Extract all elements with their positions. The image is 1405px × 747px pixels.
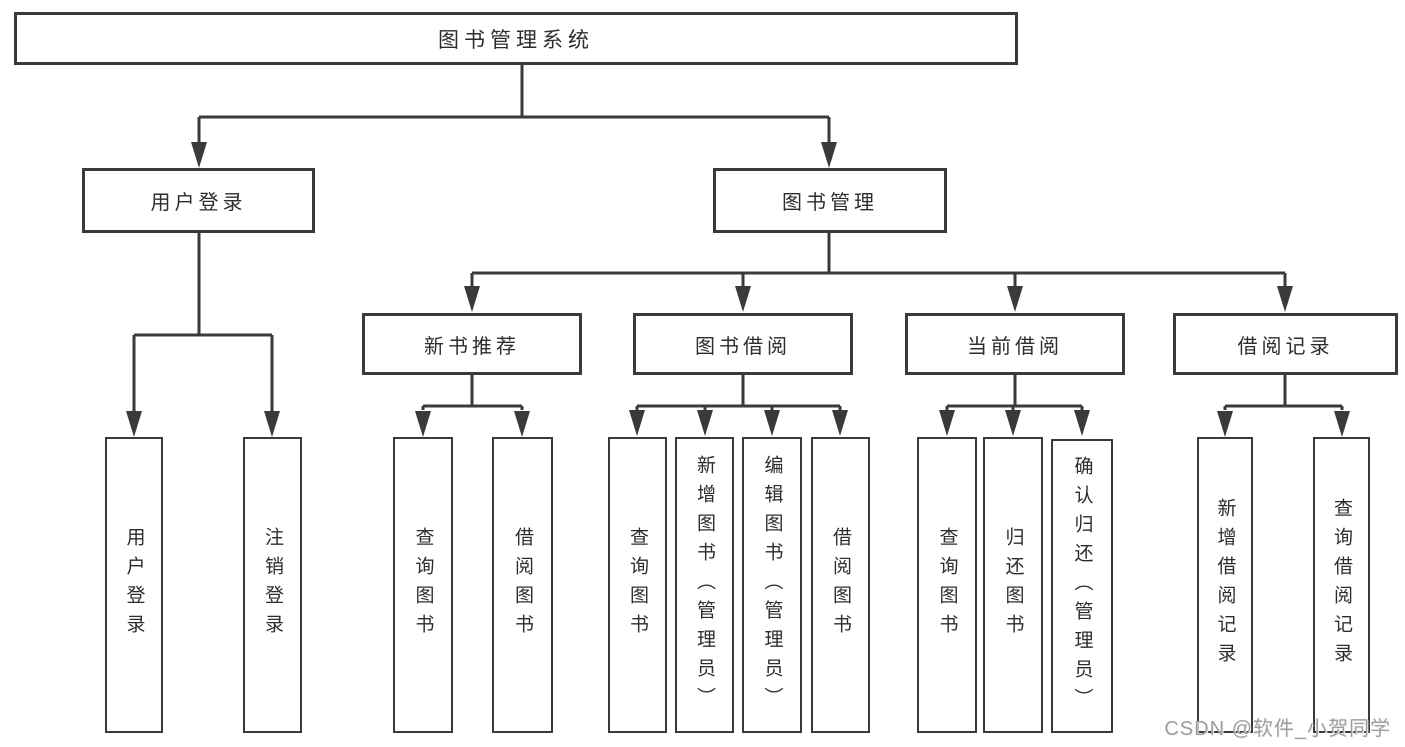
leaf-current-return-books-label: 归还图书 [1002,527,1024,643]
node-current-borrow: 当前借阅 [905,313,1125,375]
leaf-borrow-query-books: 查询图书 [608,437,667,733]
leaf-record-add-borrow-record-label: 新增借阅记录 [1214,498,1236,672]
csdn-watermark: CSDN @软件_小贺同学 [1164,718,1391,740]
leaf-borrow-edit-books-admin: 编辑图书（管理员） [742,437,802,733]
leaf-user-login: 用户登录 [105,437,163,733]
root-node-library-system: 图书管理系统 [14,12,1018,65]
branch-user-login: 用户登录 [82,168,315,233]
branch-book-management: 图书管理 [713,168,947,233]
leaf-current-query-books: 查询图书 [917,437,977,733]
leaf-record-query-borrow-record: 查询借阅记录 [1313,437,1370,733]
leaf-current-confirm-return-admin-label: 确认归还（管理员） [1071,455,1093,717]
leaf-user-login-label: 用户登录 [123,527,145,643]
leaf-current-query-books-label: 查询图书 [936,527,958,643]
leaf-recommend-borrow-books: 借阅图书 [492,437,553,733]
leaf-record-add-borrow-record: 新增借阅记录 [1197,437,1253,733]
leaf-logout-label: 注销登录 [262,527,283,643]
leaf-current-return-books: 归还图书 [983,437,1043,733]
leaf-borrow-borrow-books: 借阅图书 [811,437,870,733]
leaf-borrow-edit-books-admin-label: 编辑图书（管理员） [761,454,783,716]
leaf-logout: 注销登录 [243,437,302,733]
node-book-borrow: 图书借阅 [633,313,853,375]
leaf-current-confirm-return-admin: 确认归还（管理员） [1051,439,1113,733]
leaf-recommend-query-books-label: 查询图书 [412,527,434,643]
leaf-borrow-add-books-admin: 新增图书（管理员） [675,437,734,733]
leaf-record-query-borrow-record-label: 查询借阅记录 [1331,498,1352,672]
leaf-recommend-borrow-books-label: 借阅图书 [512,527,533,643]
leaf-borrow-query-books-label: 查询图书 [627,527,648,643]
leaf-borrow-add-books-admin-label: 新增图书（管理员） [694,454,715,716]
node-borrow-record: 借阅记录 [1173,313,1398,375]
node-new-book-recommend: 新书推荐 [362,313,582,375]
leaf-borrow-borrow-books-label: 借阅图书 [830,527,851,643]
leaf-recommend-query-books: 查询图书 [393,437,453,733]
